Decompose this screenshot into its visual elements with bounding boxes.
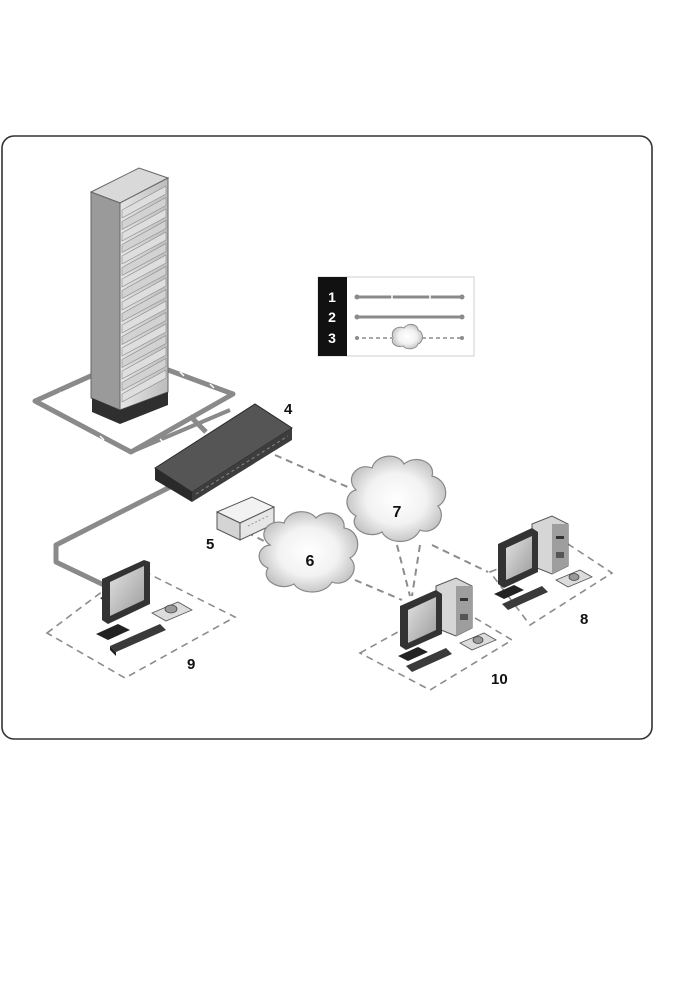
callout-5: 5 bbox=[206, 536, 214, 553]
legend-key-1: 1 bbox=[328, 289, 336, 305]
callout-8: 8 bbox=[580, 611, 588, 628]
legend: 1 2 3 bbox=[318, 277, 474, 356]
callout-10: 10 bbox=[491, 671, 508, 688]
server-rack bbox=[91, 168, 168, 424]
callout-6: 6 bbox=[306, 553, 315, 570]
network-cloud-7 bbox=[347, 456, 446, 541]
legend-key-2: 2 bbox=[328, 309, 336, 325]
callout-7: 7 bbox=[393, 504, 402, 521]
network-cloud-6 bbox=[259, 512, 358, 592]
legend-key-3: 3 bbox=[328, 330, 336, 346]
callout-4: 4 bbox=[284, 401, 293, 418]
callout-9: 9 bbox=[187, 656, 195, 673]
